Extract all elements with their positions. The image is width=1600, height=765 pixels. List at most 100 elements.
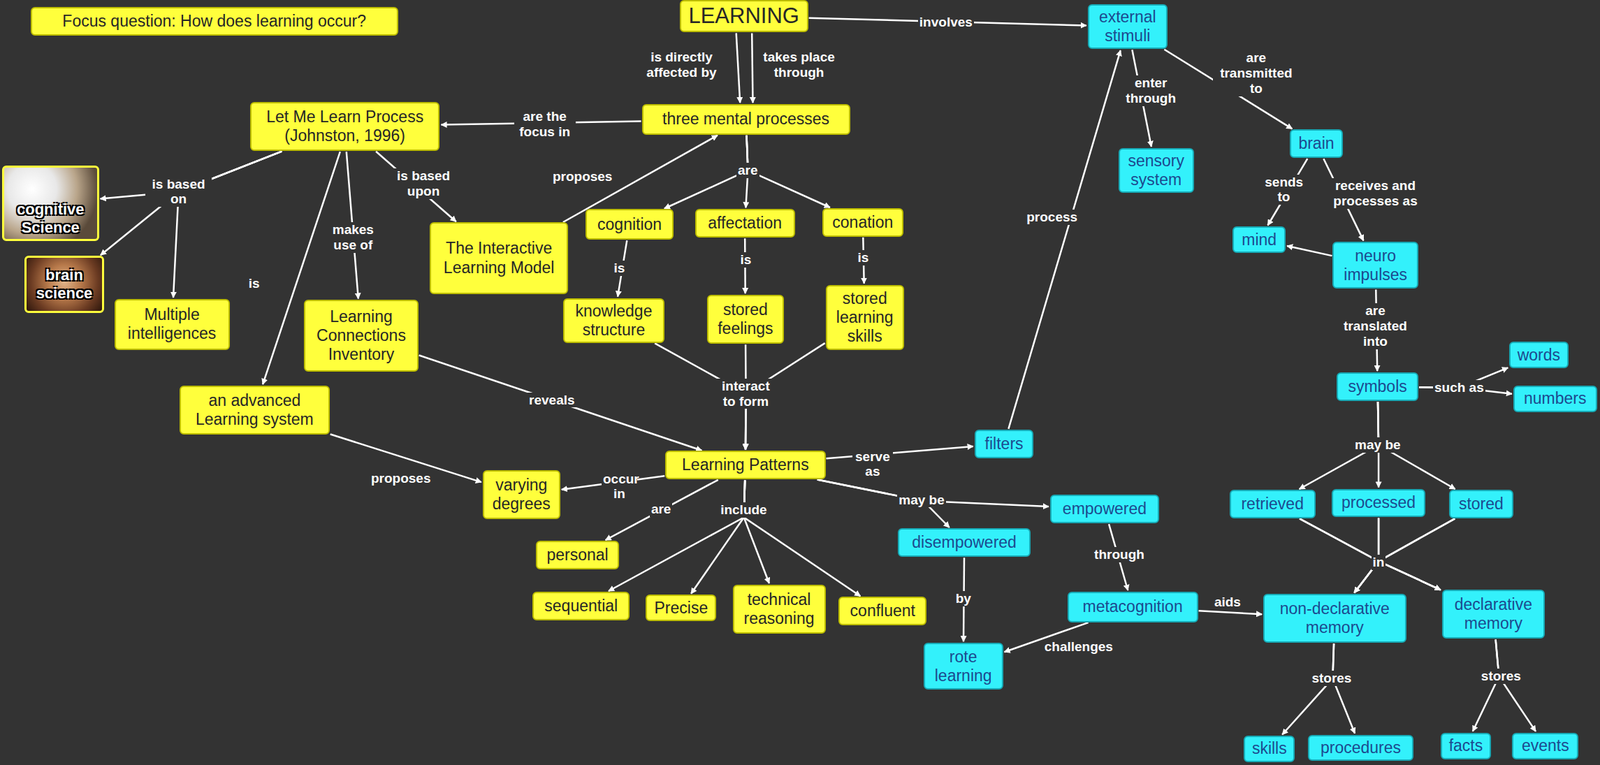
concept-box: affectation [695,208,796,238]
link-label: involves [918,14,974,31]
brain-concept-box: disempowered [897,528,1031,557]
concept-box: stored learning skills [825,285,905,351]
brain-concept-box: metacognition [1067,591,1199,623]
link-label: is based upon [390,168,457,200]
link-label: serve as [852,449,893,480]
link-label: is directly affected by [640,49,723,81]
link-label: proposes [369,470,433,487]
link-arrow [751,32,753,103]
brain-concept-box: facts [1440,732,1492,760]
link-label: proposes [551,169,615,185]
concept-box: Focus question: How does learning occur? [30,6,399,36]
concept-text: sensory system [1124,151,1189,190]
link-label: through [1092,547,1146,563]
concept-box: personal [535,540,620,570]
brain-concept-box: empowered [1050,494,1160,524]
concept-text: Precise [654,598,709,618]
concept-box: an advanced Learning system [179,385,330,435]
link-label: may be [897,492,946,508]
brain-concept-box: stored [1449,489,1514,519]
concept-text: metacognition [1082,597,1183,617]
link-arrow [1332,643,1355,734]
concept-text: knowledge structure [568,301,659,340]
link-label: are [736,162,760,179]
concept-text: The Interactive Learning Model [435,238,564,277]
link-label: may be [1353,437,1402,453]
link-label: is [247,275,262,292]
concept-box: conation [822,208,903,237]
link-arrow [100,151,283,256]
brain-concept-box: mind [1232,226,1286,253]
link-label: interact to form [715,378,777,410]
concept-text: procedures [1320,738,1401,758]
link-label: makes use of [327,222,379,253]
concept-text: stored feelings [712,300,779,339]
concept-text: non-declarative memory [1268,599,1401,638]
concept-box: Multiple intelligences [114,299,230,351]
link-arrow [1495,639,1536,732]
link-arrow [744,480,861,596]
concept-text: mind [1241,230,1277,250]
brain-concept-box: rote learning [923,642,1004,690]
link-label: receives and processes as [1319,178,1432,209]
link-label: such as [1433,380,1486,396]
link-arrow [664,135,749,209]
concept-text: symbols [1347,377,1407,397]
link-arrow [1378,517,1441,590]
concept-text: an advanced Learning system [185,391,325,429]
link-arrow [1286,245,1332,256]
concept-text: brain science [30,266,98,303]
concept-text: words [1517,345,1561,365]
concept-text: declarative memory [1447,595,1540,634]
concept-text: brain [1298,134,1334,154]
link-arrow [817,480,950,528]
brain-concept-box: procedures [1307,735,1413,762]
brain-concept-box: non-declarative memory [1263,593,1406,643]
concept-text: Learning Patterns [681,455,810,475]
concept-text: three mental processes [662,109,830,129]
brain-concept-box: declarative memory [1442,589,1546,639]
brain-concept-box: brain [1289,129,1343,158]
link-label: aids [1212,594,1243,610]
concept-text: stored [1458,494,1504,514]
concept-text: skills [1252,739,1287,759]
concept-text: neuro impulses [1337,246,1413,285]
concept-text: personal [546,545,608,565]
concept-box: Let Me Learn Process (Johnston, 1996) [250,102,441,151]
link-label: in [1371,554,1387,571]
link-arrow [1282,643,1334,735]
link-arrow [419,355,703,451]
concept-text: LEARNING [688,3,799,30]
concept-box: confluent [838,596,927,626]
link-label: takes place through [755,49,843,81]
brain-concept-box: neuro impulses [1332,241,1419,289]
link-label: is [856,250,871,266]
brain-concept-box: processed [1331,489,1426,518]
concept-text: conation [832,213,893,232]
concept-text: Let Me Learn Process (Johnston, 1996) [255,107,435,146]
link-label: are transmitted to [1212,50,1300,97]
concept-box: cognition [585,208,674,240]
link-label: stores [1310,670,1353,687]
link-arrow [173,151,282,298]
concept-text: facts [1449,736,1484,756]
link-label: are [649,501,673,518]
concept-text: technical reasoning [738,590,821,629]
concept-text: affectation [707,213,782,233]
link-label: by [954,591,973,607]
concept-box: sequential [532,591,630,621]
brain-concept-box: external stimuli [1087,4,1168,49]
image-concept-box: cognitive Science [2,165,100,242]
brain-concept-box: filters [974,429,1035,459]
concept-text: rote learning [929,647,998,686]
concept-text: confluent [850,601,916,621]
concept-text: sequential [544,596,618,616]
brain-concept-box: numbers [1513,385,1598,413]
concept-text: empowered [1062,499,1147,519]
brain-concept-box: events [1511,732,1579,760]
link-arrow [1198,610,1263,615]
link-arrow [1472,639,1500,732]
concept-box: technical reasoning [732,584,826,634]
link-arrow [1378,518,1455,590]
